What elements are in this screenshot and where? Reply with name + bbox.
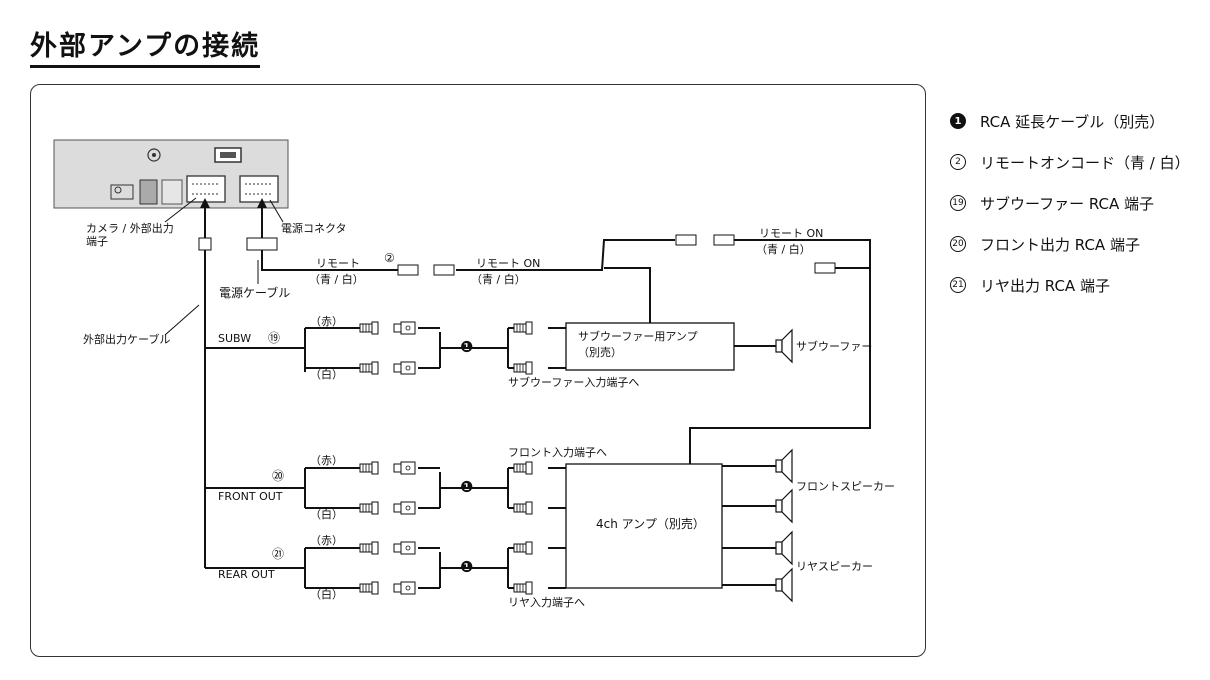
cable-tag — [246, 237, 278, 251]
legend-item: 1 RCA 延長ケーブル（別売） — [950, 111, 1190, 131]
page-title: 外部アンプの接続 — [30, 30, 261, 68]
amp-4ch-label: 4ch アンプ（別売） — [596, 516, 705, 531]
amp-4ch-box — [565, 463, 723, 589]
remote-connector-icons — [397, 234, 836, 276]
callout-2: ② — [384, 251, 395, 265]
front-out-label: FRONT OUT — [218, 490, 283, 503]
subwoofer-label: サブウーファー — [796, 339, 872, 353]
remote-on-label: リモート ON — [476, 257, 540, 270]
sub-amp-label-2: （別売） — [578, 346, 622, 359]
white-label: （白） — [310, 507, 343, 521]
front-speaker-label: フロントスピーカー — [796, 480, 895, 493]
subwoofer-amp-box — [565, 322, 735, 371]
white-label: （白） — [310, 587, 343, 601]
red-label: （赤） — [310, 315, 343, 328]
legend-text: RCA 延長ケーブル（別売） — [980, 112, 1165, 131]
power-connector-label: 電源コネクタ — [281, 221, 347, 235]
legend-text: フロント出力 RCA 端子 — [980, 235, 1140, 254]
legend-text: リヤ出力 RCA 端子 — [980, 276, 1110, 295]
camera-port-label-2: 端子 — [86, 235, 108, 248]
callout-1: ❶ — [460, 478, 473, 496]
legend-item: 2 リモートオンコード（青 / 白） — [950, 152, 1190, 172]
callout-21: ㉑ — [272, 547, 284, 561]
arrow-icons — [200, 198, 267, 208]
rca-plug-icons — [359, 321, 533, 595]
rear-speaker-label: リヤスピーカー — [796, 560, 873, 573]
remote-label: リモート — [316, 257, 360, 270]
legend-item: 20 フロント出力 RCA 端子 — [950, 234, 1190, 254]
callout-1: ❶ — [460, 338, 473, 356]
legend-num: 2 — [950, 154, 966, 170]
remote-color-label: （青 / 白） — [309, 272, 364, 286]
sub-amp-label: サブウーファー用アンプ — [578, 329, 698, 343]
rear-out-label: REAR OUT — [218, 568, 275, 581]
white-label: （白） — [310, 367, 343, 381]
cable-lines — [204, 204, 871, 589]
legend-num: 20 — [950, 236, 966, 252]
cable-tag — [198, 237, 212, 251]
red-label: （赤） — [310, 454, 343, 467]
sub-in-label: サブウーファー入力端子へ — [508, 375, 639, 389]
legend-num: 1 — [950, 113, 966, 129]
subw-label: SUBW — [218, 332, 251, 345]
external-output-cable-label: 外部出力ケーブル — [83, 332, 170, 346]
remote-on-right-color-label: （青 / 白） — [756, 242, 811, 256]
callout-19: ⑲ — [268, 331, 280, 345]
camera-port-label: カメラ / 外部出力 — [86, 221, 174, 235]
leader-lines — [164, 197, 284, 336]
head-unit — [53, 139, 289, 209]
legend-text: リモートオンコード（青 / 白） — [980, 153, 1190, 172]
remote-on-color-label: （青 / 白） — [471, 272, 526, 286]
speaker-icons — [775, 329, 793, 602]
callout-1: ❶ — [460, 558, 473, 576]
callout-20: ⑳ — [272, 469, 284, 483]
rear-in-label: リヤ入力端子へ — [508, 596, 585, 609]
legend-item: 19 サブウーファー RCA 端子 — [950, 193, 1190, 213]
legend-text: サブウーファー RCA 端子 — [980, 194, 1155, 213]
legend: 1 RCA 延長ケーブル（別売） 2 リモートオンコード（青 / 白） 19 サ… — [950, 111, 1190, 316]
legend-num: 19 — [950, 195, 966, 211]
legend-num: 21 — [950, 277, 966, 293]
diagram-frame — [30, 84, 926, 657]
power-cable-label: 電源ケーブル — [219, 285, 290, 300]
legend-item: 21 リヤ出力 RCA 端子 — [950, 275, 1190, 295]
remote-on-right-label: リモート ON — [759, 227, 823, 240]
red-label: （赤） — [310, 534, 343, 547]
front-in-label: フロント入力端子へ — [508, 446, 607, 459]
